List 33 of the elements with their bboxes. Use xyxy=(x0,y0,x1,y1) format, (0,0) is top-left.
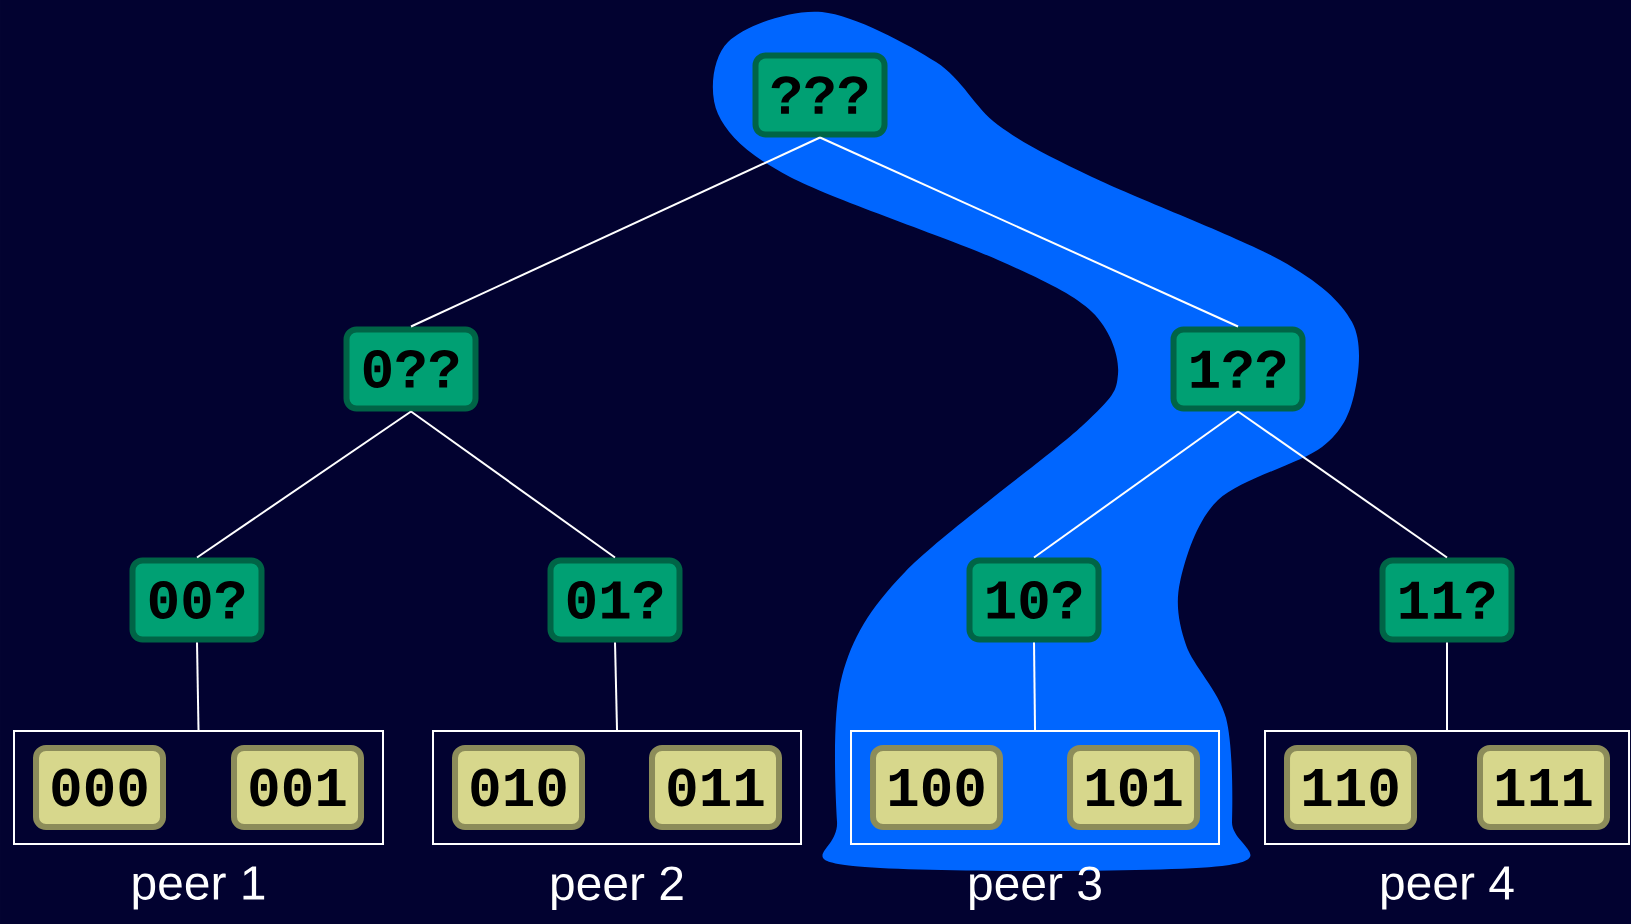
connector-line xyxy=(1033,410,1239,559)
peer-label: peer 4 xyxy=(1382,866,1514,910)
peer-label: peer 1 xyxy=(133,866,265,910)
connector-line xyxy=(1237,410,1448,559)
leaf-box: 011 xyxy=(649,745,782,830)
tree-node-box: 11? xyxy=(1379,557,1515,643)
connector-line xyxy=(819,136,1239,328)
connector-line xyxy=(1446,641,1448,731)
leaf-box: 110 xyxy=(1284,745,1417,830)
connector-line xyxy=(196,641,200,731)
leaf-box: 100 xyxy=(870,745,1003,830)
leaf-box: 000 xyxy=(33,745,166,830)
tree-node-box: 1?? xyxy=(1170,326,1306,412)
leaf-box: 010 xyxy=(452,745,585,830)
connector-line xyxy=(1033,641,1036,731)
leaf-box: 101 xyxy=(1067,745,1200,830)
tree-node-box: ??? xyxy=(752,52,888,138)
peer-label: peer 2 xyxy=(552,866,683,910)
peer-box xyxy=(13,730,384,845)
peer-label: peer 3 xyxy=(970,866,1101,910)
tree-node-box: 0?? xyxy=(343,326,479,412)
leaf-box: 001 xyxy=(231,745,364,830)
peer-box xyxy=(1264,730,1630,845)
connector-line xyxy=(410,136,821,328)
connector-line xyxy=(614,641,618,731)
connector-line xyxy=(410,410,616,559)
connector-line xyxy=(196,410,412,559)
peer-box xyxy=(432,730,802,845)
tree-node-box: 00? xyxy=(129,557,265,643)
leaf-box: 111 xyxy=(1477,745,1610,830)
tree-node-box: 01? xyxy=(547,557,683,643)
peer-box xyxy=(850,730,1220,845)
tree-node-box: 10? xyxy=(966,557,1102,643)
